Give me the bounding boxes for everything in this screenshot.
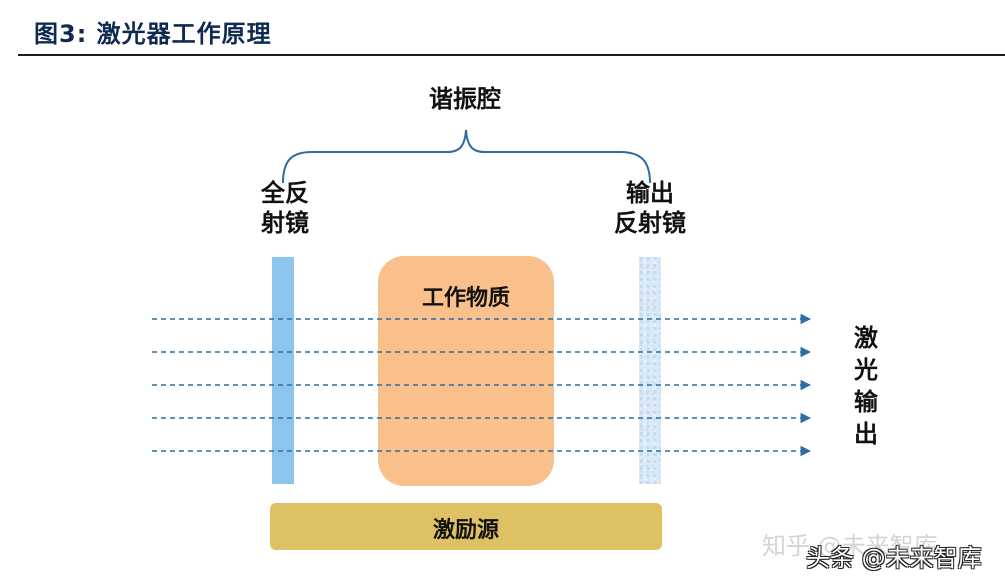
laser-output-char-3: 输 xyxy=(854,388,878,416)
full-reflect-mirror-label-line1: 全反 xyxy=(261,179,309,207)
cavity-brace xyxy=(282,129,651,184)
output-mirror-label-line1: 输出 xyxy=(626,179,674,207)
gain-medium-label: 工作物质 xyxy=(421,286,510,311)
full-reflect-mirror xyxy=(272,257,294,484)
full-reflect-mirror-label-line2: 射镜 xyxy=(261,209,309,237)
output-mirror xyxy=(639,257,661,484)
laser-output-char-2: 光 xyxy=(854,356,878,384)
laser-output-label: 激 光 输 出 xyxy=(848,322,884,450)
laser-output-char-4: 出 xyxy=(854,420,878,448)
toutiao-watermark: 头条 @未来智库 xyxy=(806,544,982,572)
resonant-cavity-label: 谐振腔 xyxy=(429,85,501,113)
output-mirror-label-line2: 反射镜 xyxy=(614,209,686,237)
full-reflect-mirror-label: 全反 射镜 xyxy=(245,178,325,238)
output-mirror-label: 输出 反射镜 xyxy=(600,178,700,238)
laser-beams xyxy=(152,313,812,457)
zhihu-watermark: 知乎 @未来智库 xyxy=(762,532,938,560)
laser-output-char-1: 激 xyxy=(854,324,878,352)
pump-source-block: 激励源 xyxy=(270,503,662,550)
title-divider xyxy=(18,54,1005,56)
pump-source-label: 激励源 xyxy=(432,518,499,543)
figure-title: 图3: 激光器工作原理 xyxy=(34,20,272,48)
gain-medium-block: 工作物质 xyxy=(378,256,554,486)
